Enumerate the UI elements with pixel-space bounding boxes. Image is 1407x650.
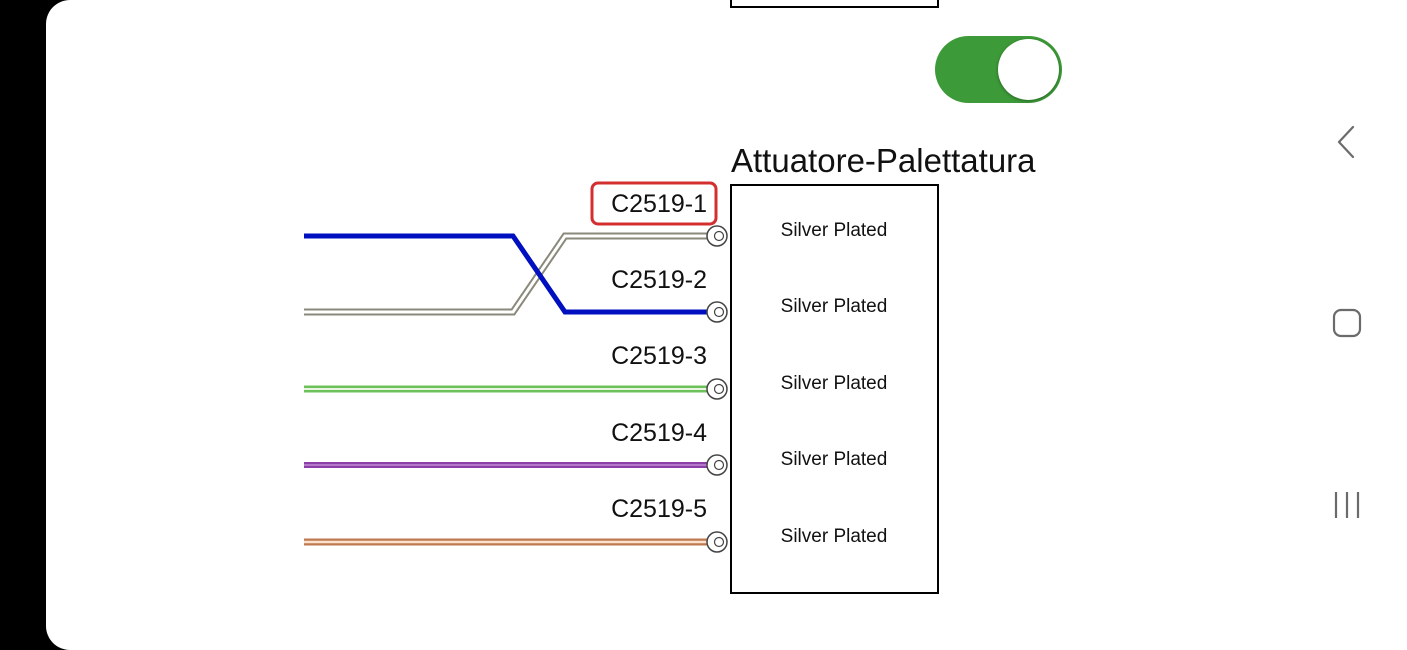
pin-terminal-4: [706, 454, 728, 476]
left-edge-bar: [0, 0, 46, 650]
pin-finish-2: Silver Plated: [781, 296, 888, 317]
wiring-diagram-card: Attuatore-Palettatura: [46, 0, 1407, 650]
view-toggle-switch[interactable]: [935, 36, 1062, 103]
pin-terminals: [706, 225, 728, 553]
wire-blue[interactable]: [304, 233, 707, 315]
system-navigation-bar: [1287, 0, 1407, 650]
pin-terminal-2: [706, 301, 728, 323]
pin-label-5[interactable]: C2519-5: [611, 495, 707, 523]
home-button[interactable]: [1317, 293, 1377, 353]
pin-label-3[interactable]: C2519-3: [611, 342, 707, 370]
recents-icon: [1334, 492, 1360, 518]
pin-finish-4: Silver Plated: [781, 449, 888, 470]
home-square-icon: [1332, 308, 1362, 338]
recents-button[interactable]: [1317, 475, 1377, 535]
pin-label-highlight: [590, 181, 718, 226]
pin-finish-1: Silver Plated: [781, 220, 888, 241]
pin-terminal-3: [706, 378, 728, 400]
wiring-diagram: Attuatore-Palettatura: [304, 0, 1036, 594]
back-button[interactable]: [1317, 112, 1377, 172]
upper-component-box: [730, 0, 939, 8]
pin-finish-3: Silver Plated: [781, 373, 888, 394]
pin-label-1[interactable]: C2519-1: [611, 190, 707, 218]
toggle-knob: [998, 39, 1059, 100]
pin-label-2[interactable]: C2519-2: [611, 266, 707, 294]
pin-terminal-5: [706, 531, 728, 553]
component-title: Attuatore-Palettatura: [731, 142, 1036, 179]
pin-finish-5: Silver Plated: [781, 526, 888, 547]
chevron-left-icon: [1337, 125, 1355, 159]
component-box[interactable]: [730, 184, 939, 594]
pin-terminal-1: [706, 225, 728, 247]
pin-label-4[interactable]: C2519-4: [611, 419, 707, 447]
